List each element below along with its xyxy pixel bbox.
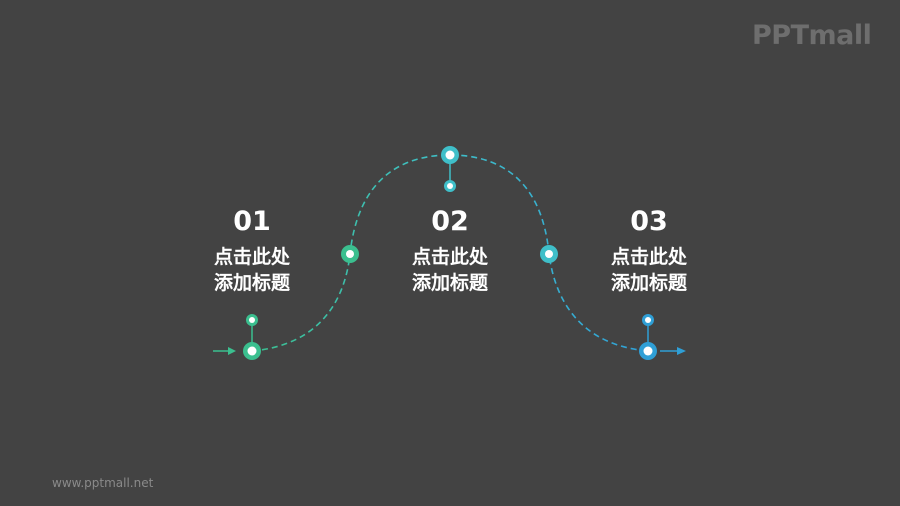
step-number: 03 [630, 206, 668, 237]
step-title[interactable]: 点击此处 添加标题 [589, 244, 709, 296]
step-number: 02 [431, 206, 469, 237]
start-arrow-icon [213, 347, 236, 355]
step-title-line2: 添加标题 [411, 272, 488, 294]
step-title-line2: 添加标题 [213, 272, 290, 294]
node-03-marker [639, 314, 657, 360]
step-title-line1: 点击此处 [610, 246, 687, 268]
step-title[interactable]: 点击此处 添加标题 [390, 244, 510, 296]
footer-url: www.pptmall.net [52, 476, 154, 490]
step-01: 01 点击此处 添加标题 [192, 205, 312, 296]
node-02-marker [441, 146, 459, 192]
step-number: 01 [233, 206, 271, 237]
dashed-wave-line [251, 154, 649, 352]
end-arrow-icon [660, 347, 686, 355]
step-02: 02 点击此处 添加标题 [390, 205, 510, 296]
step-03: 03 点击此处 添加标题 [589, 205, 709, 296]
pptmall-logo: PPTmall [752, 20, 872, 51]
step-title[interactable]: 点击此处 添加标题 [192, 244, 312, 296]
node-01-marker [243, 314, 261, 360]
midpoint-node-right [540, 245, 558, 263]
step-title-line2: 添加标题 [610, 272, 687, 294]
midpoint-node-left [341, 245, 359, 263]
step-title-line1: 点击此处 [213, 246, 290, 268]
step-title-line1: 点击此处 [411, 246, 488, 268]
